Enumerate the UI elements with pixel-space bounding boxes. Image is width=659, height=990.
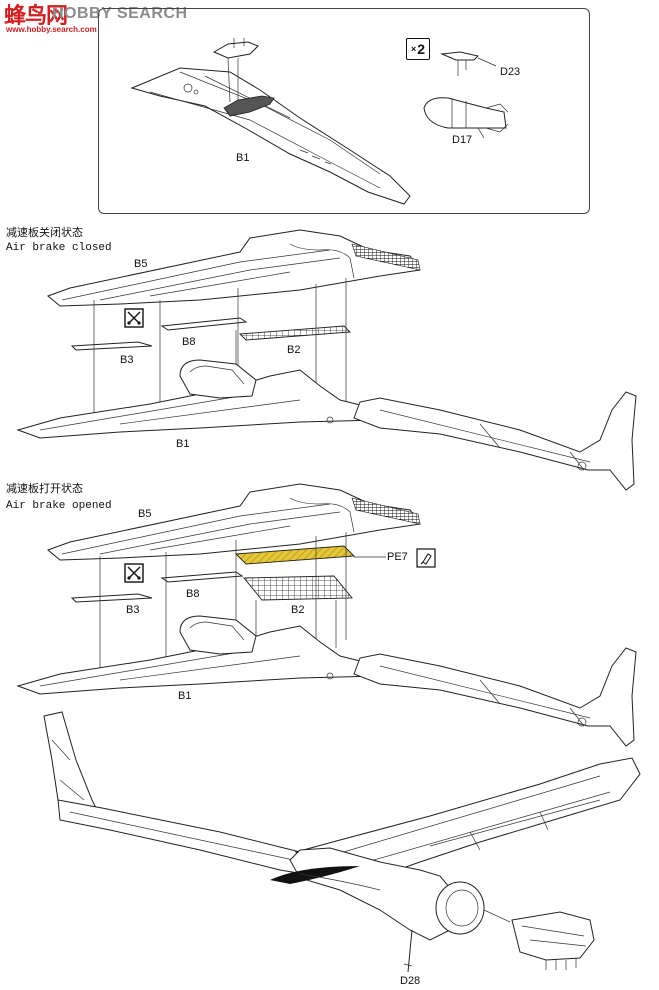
watermark-en: HOBBY SEARCH [52,5,188,22]
label-b2-closed: B2 [287,344,301,356]
cut-icon [124,308,144,328]
opened-title-en: Air brake opened [6,500,112,512]
opened-guide-lines [99,532,347,684]
closed-part-b3 [70,341,153,351]
label-b2-opened: B2 [291,604,305,616]
step1-frame [98,8,590,214]
watermark-logo: 蜂鸟网 HOBBY SEARCH www.hobby.search.com [2,0,202,40]
closed-part-b2 [238,325,352,341]
cut-icon [124,563,144,583]
label-pe7: PE7 [387,551,408,563]
multiplier-symbol: × [410,44,417,54]
label-b8-opened: B8 [186,588,200,600]
label-b3-opened: B3 [126,604,140,616]
label-b1-closed: B1 [176,438,190,450]
opened-part-b3 [70,593,153,603]
closed-lower-wing-b1 [16,359,637,491]
opened-title-cn: 减速板打开状态 [6,482,83,495]
label-b8-closed: B8 [182,336,196,348]
closed-upper-wing-b5 [47,229,421,307]
label-b5-closed: B5 [134,258,148,270]
label-b3-closed: B3 [120,354,134,366]
opened-part-b8 [160,571,244,583]
label-b5-opened: B5 [138,508,152,520]
label-d23: D23 [500,66,521,78]
watermark-url: www.hobby.search.com [6,25,97,34]
closed-title-cn: 减速板关闭状态 [6,226,83,239]
watermark-cn: 蜂鸟网 [4,4,68,29]
part-d17 [423,97,509,139]
multiplier-badge: ×2 [406,38,430,60]
final-aircraft [43,711,641,973]
part-d23 [440,51,497,76]
label-b1-opened: B1 [178,690,192,702]
closed-part-b8 [160,317,248,331]
opened-lower-wing-b1 [16,615,637,747]
opened-upper-wing-b5 [47,483,421,561]
label-b1-step1: B1 [236,152,250,164]
multiplier-value: 2 [417,41,426,57]
label-d28: D28 [400,975,421,987]
step1-wing [130,38,411,205]
label-d17: D17 [452,134,473,146]
closed-guide-lines [93,278,347,430]
paint-icon [416,548,436,568]
opened-part-pe7 [234,545,356,565]
closed-title-en: Air brake closed [6,242,112,254]
opened-part-b2 [243,575,353,601]
